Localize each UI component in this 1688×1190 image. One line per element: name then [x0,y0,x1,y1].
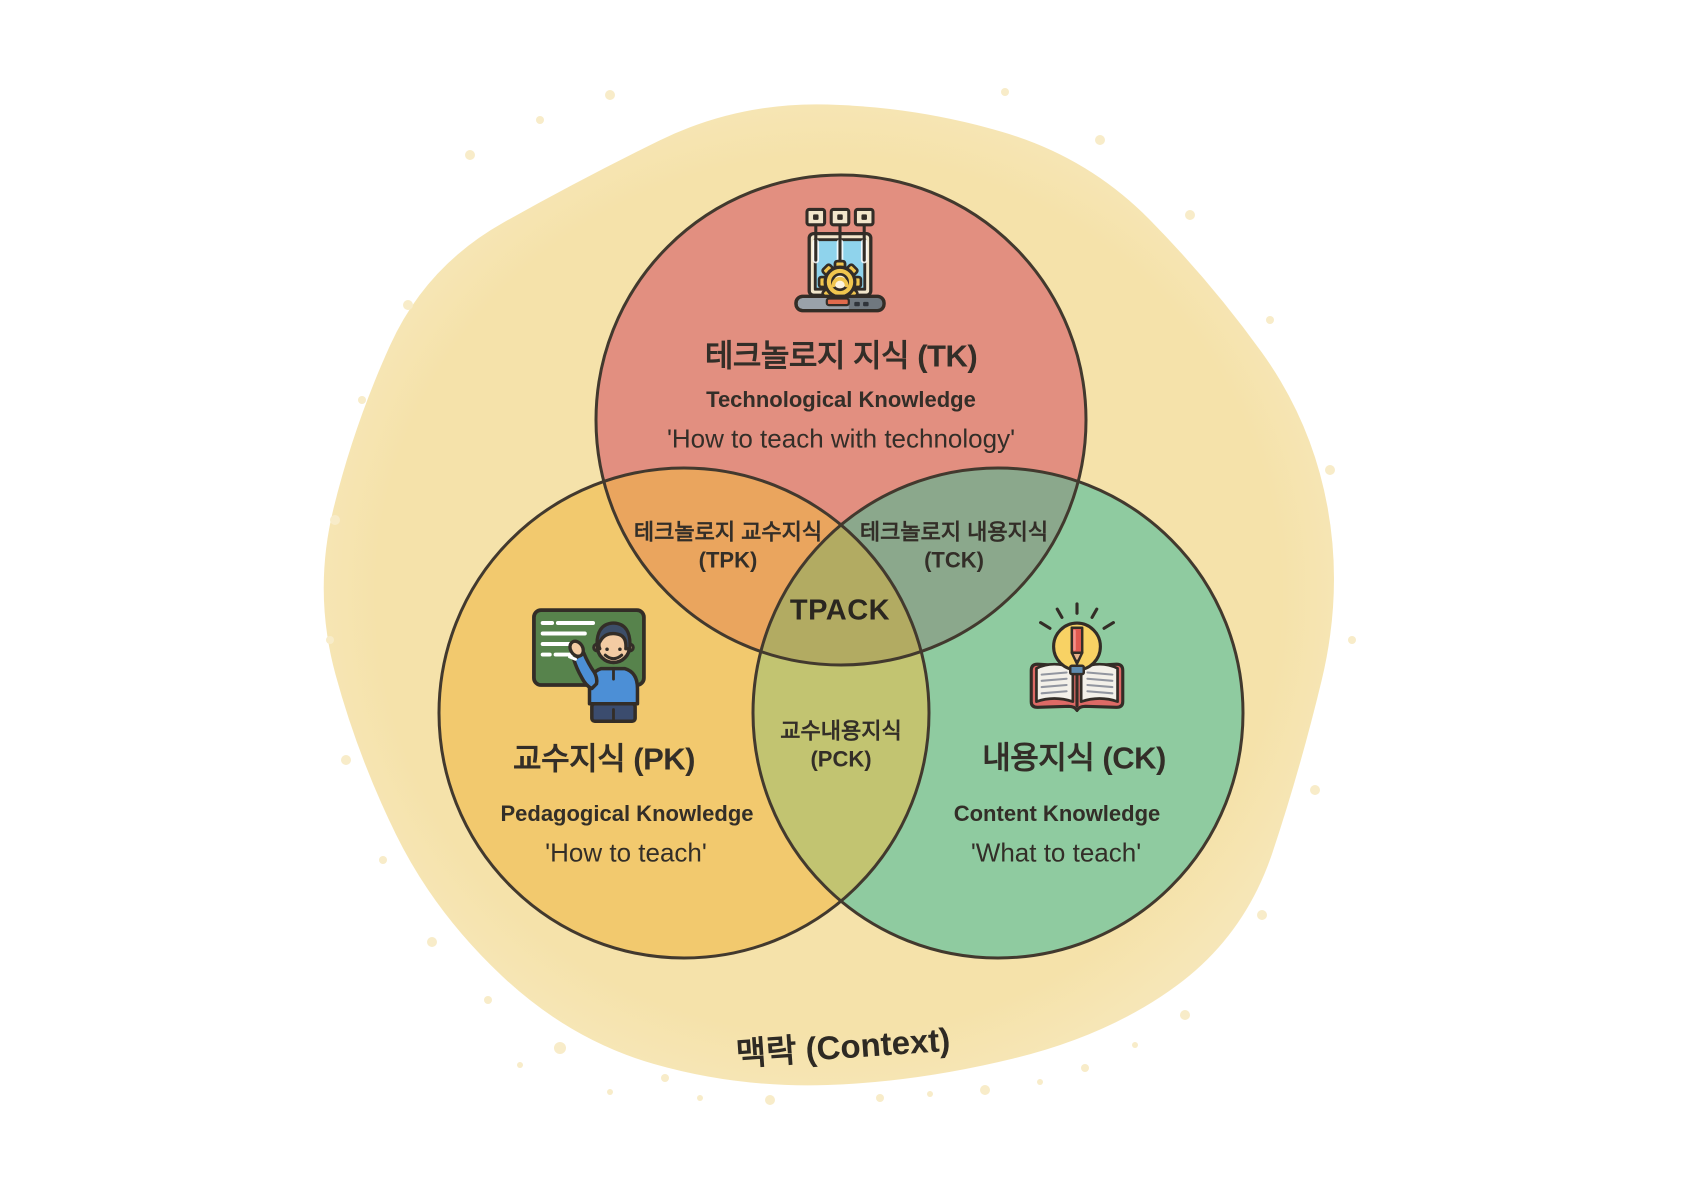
tk-title: 테크놀로지 지식 (TK) [704,338,978,374]
tpk-label: 테크놀로지 교수지식 (TPK) [634,519,822,574]
pk-title: 교수지식 (PK) [513,741,695,777]
tk-circle-outline [594,173,1088,667]
tck-label: 테크놀로지 내용지식 (TCK) [860,519,1048,574]
pk-subtitle: Pedagogical Knowledge [500,800,754,826]
blob-speckles [326,88,1356,1105]
pk-quote: 'How to teach' [545,837,707,868]
tk-quote: 'How to teach with technology' [666,423,1016,454]
pck-label: 교수내용지식 (PCK) [780,718,901,773]
laptop-gear-icon [794,207,886,313]
tpack-center-label: TPACK [789,594,891,627]
teacher-blackboard-icon [532,608,646,723]
pk-circle-outline [437,466,931,960]
pck-label-line2: (PCK) [810,746,872,771]
ck-subtitle: Content Knowledge [953,800,1161,826]
tck-label-line2: (TCK) [924,547,984,572]
tk-subtitle: Technological Knowledge [706,386,976,412]
gear [817,259,863,301]
book-lightbulb-icon [1029,602,1125,713]
tpk-label-line2: (TPK) [698,547,758,572]
pck-label-line1: 교수내용지식 [780,718,902,744]
tpk-label-line1: 테크놀로지 교수지식 [633,519,823,545]
tpack-center-region [753,468,929,665]
ck-title: 내용지식 (CK) [982,740,1166,776]
ck-circle-outline [751,466,1245,960]
ck-quote: 'What to teach' [970,837,1142,868]
tck-label-line1: 테크놀로지 내용지식 [859,519,1049,545]
